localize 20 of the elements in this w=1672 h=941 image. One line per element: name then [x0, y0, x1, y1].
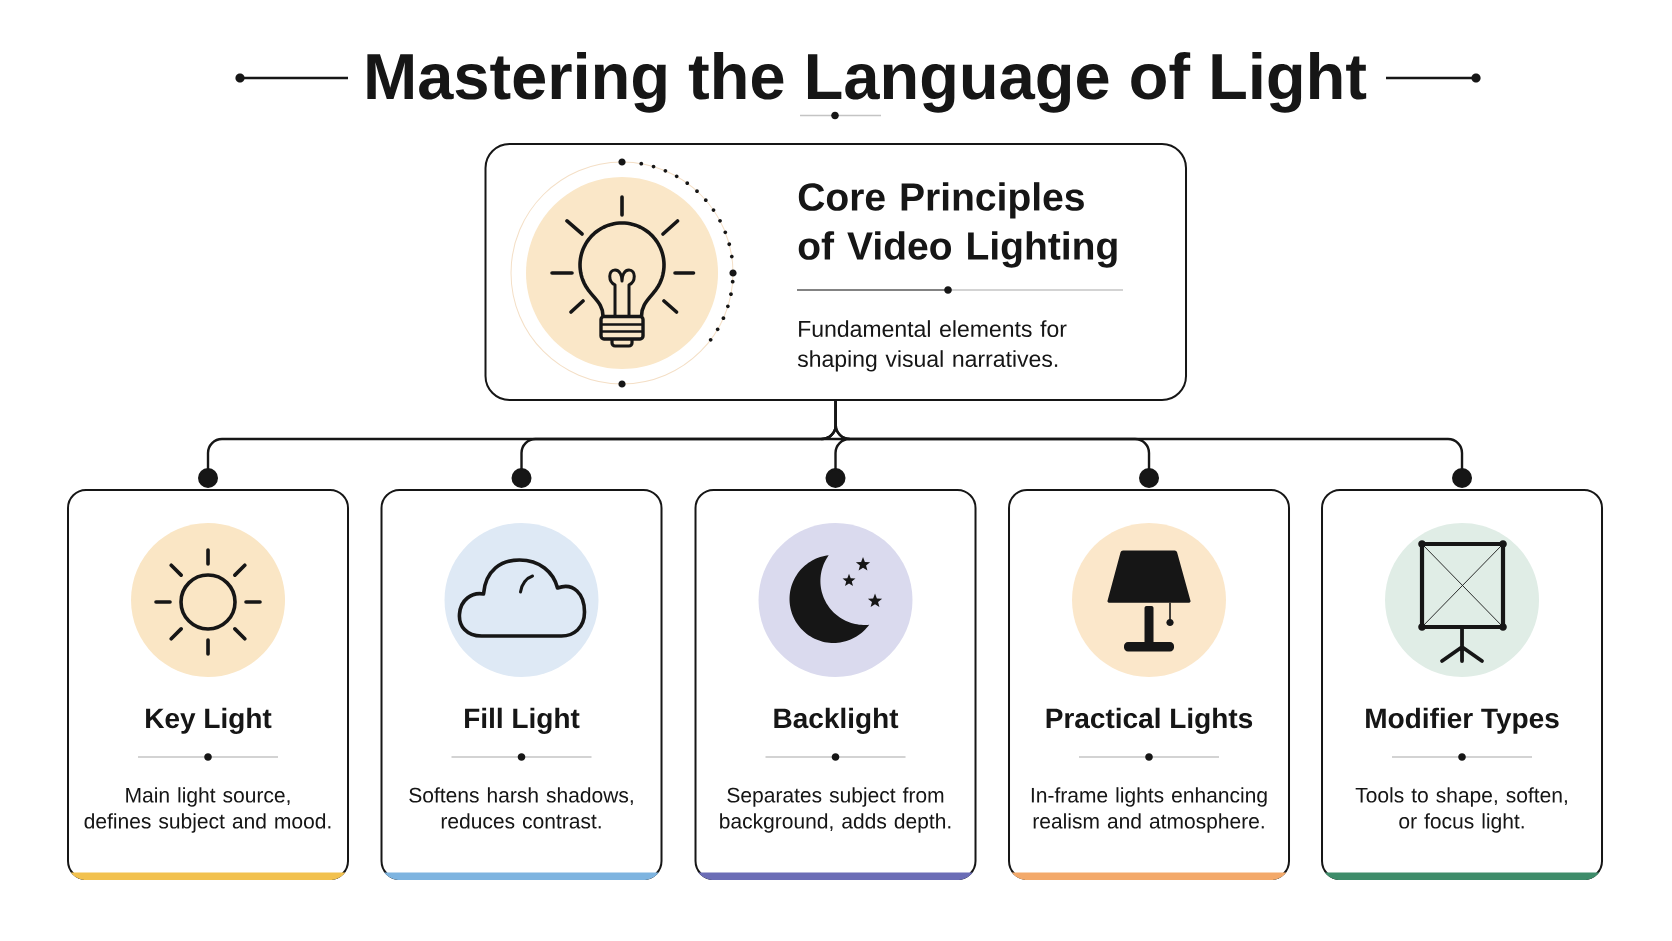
card-title: Backlight — [774, 707, 899, 734]
card — [694, 489, 977, 880]
card — [1008, 489, 1290, 880]
card-description: Separates subject from background, adds depth. — [720, 787, 951, 833]
card-description: Softens harsh shadows, reduces contrast. — [409, 787, 633, 829]
card-description: Fundamental elements for shaping visual narratives. — [797, 320, 1067, 372]
card-title: Practical Lights — [1046, 707, 1253, 734]
card-description: Tools to shape, soften, or focus light. — [1355, 787, 1567, 833]
card — [67, 489, 349, 880]
card-description: In-frame lights enhancing realism and atmosphere. — [1031, 787, 1267, 833]
card-title: Fill Light — [465, 707, 580, 734]
card-title: Core Principles of Video Lighting — [798, 182, 1117, 268]
card — [380, 489, 663, 880]
card-title: Modifier Types — [1366, 707, 1559, 734]
title: Mastering the Language of Light — [367, 51, 1367, 113]
card — [484, 143, 1187, 401]
card-description: Main light source, defines subject and mood. — [84, 787, 331, 833]
card-title: Key Light — [146, 707, 272, 734]
card — [1321, 489, 1603, 880]
connector — [834, 401, 1472, 488]
